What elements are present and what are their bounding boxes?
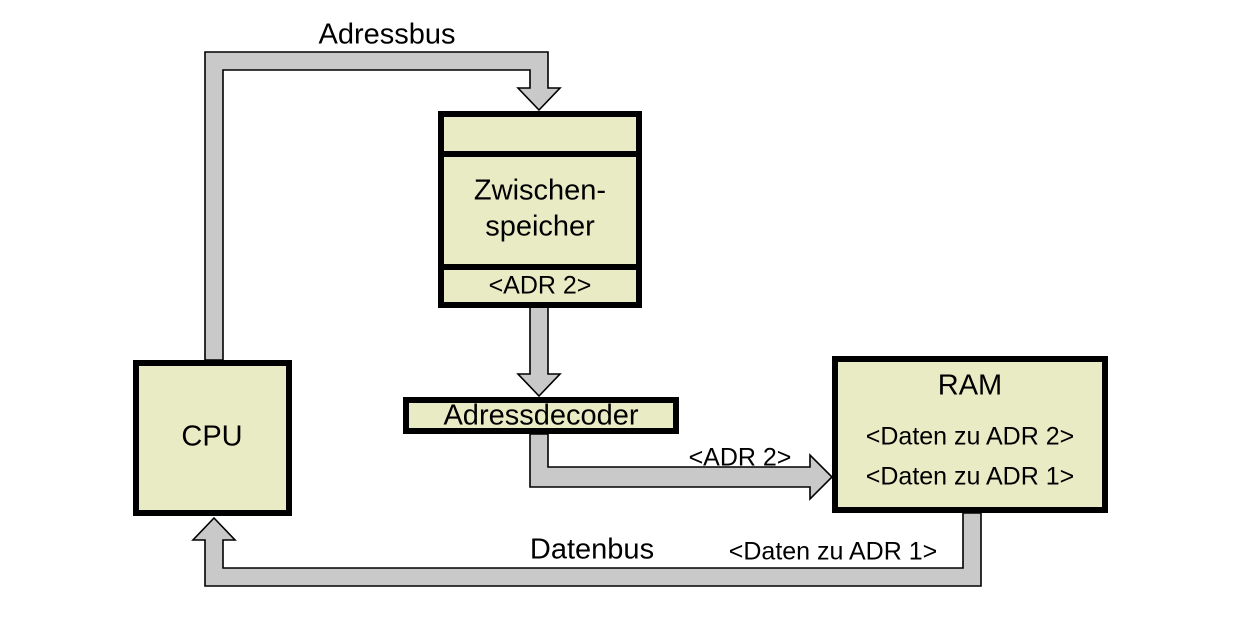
address-arrow-payload-label: <ADR 2> [689,444,792,472]
decoder-to-ram-band [529,433,834,501]
node-ram[interactable]: RAM <Daten zu ADR 2> <Daten zu ADR 1> [832,356,1108,513]
buffer-label-line1: Zwischen- [474,175,606,207]
address-decoder-label: Adressdecoder [443,400,638,432]
data-bus-band [191,512,982,587]
ram-box[interactable] [832,356,1108,513]
address-bus-label: Adressbus [318,19,455,51]
address-decoder-box[interactable] [403,397,679,434]
node-address-decoder[interactable]: Adressdecoder [403,397,679,434]
node-buffer[interactable]: Zwischen- speicher <ADR 2> [438,111,642,308]
data-bus-payload-label: <Daten zu ADR 1> [729,538,937,566]
node-cpu[interactable]: CPU [133,360,292,516]
buffer-slot-bottom-label: <ADR 2> [489,272,592,300]
ram-row-0: <Daten zu ADR 2> [866,423,1074,451]
address-bus-band [204,51,562,361]
data-bus-label: Datenbus [530,534,654,566]
connection-ram-to-cpu-data-bus [191,512,982,587]
connection-cpu-to-buffer-address-bus [204,51,562,361]
connection-buffer-to-address-decoder [516,304,562,398]
buffer-label-line2: speicher [485,211,595,243]
cpu-box[interactable] [133,360,292,516]
ram-label: RAM [938,370,1002,402]
buffer-box[interactable] [438,111,642,308]
connection-address-decoder-to-ram [529,433,834,501]
ram-row-1: <Daten zu ADR 1> [866,463,1074,491]
buffer-to-decoder-band [516,304,562,398]
cpu-label: CPU [181,421,242,453]
